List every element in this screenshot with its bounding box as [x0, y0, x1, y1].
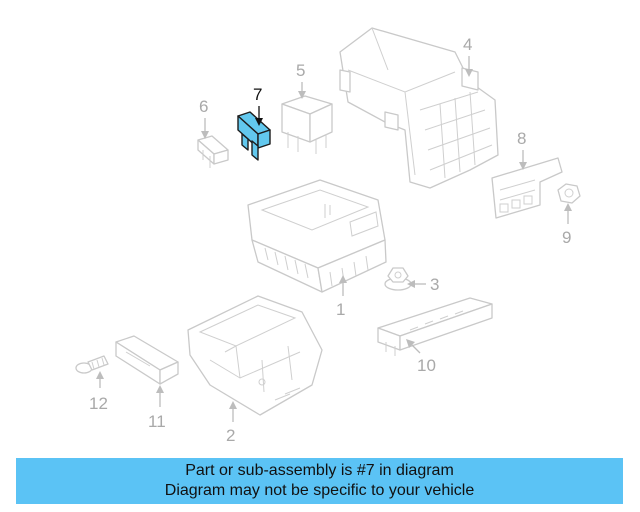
part-10-terminal-strip[interactable]	[377, 297, 493, 356]
part-11-clip[interactable]	[115, 335, 179, 385]
part-1-fuse-box[interactable]	[247, 179, 387, 293]
info-banner: Part or sub-assembly is #7 in diagram Di…	[16, 458, 623, 504]
svg-text:11: 11	[148, 412, 166, 431]
svg-text:8: 8	[517, 129, 526, 148]
banner-line-disclaimer: Diagram may not be specific to your vehi…	[164, 482, 475, 499]
callout-11[interactable]: 11	[148, 385, 166, 431]
callout-3[interactable]: 3	[407, 275, 439, 294]
callout-1[interactable]: 1	[336, 275, 347, 319]
svg-text:6: 6	[199, 97, 208, 116]
svg-text:1: 1	[336, 300, 345, 319]
svg-text:9: 9	[562, 228, 571, 247]
callout-10[interactable]: 10	[406, 339, 436, 375]
callout-12[interactable]: 12	[89, 371, 108, 413]
part-4-cover[interactable]	[339, 27, 499, 189]
part-6-fuse[interactable]	[197, 135, 229, 168]
part-8-bracket[interactable]	[491, 157, 563, 219]
svg-text:12: 12	[89, 394, 108, 413]
banner-line-part-number: Part or sub-assembly is #7 in diagram	[185, 462, 454, 479]
part-2-housing[interactable]	[187, 295, 323, 416]
svg-text:4: 4	[463, 35, 472, 54]
parts-diagram: 1 2 3 4 5 6 7 8 9 10	[75, 27, 581, 445]
part-5-relay[interactable]	[281, 95, 333, 154]
svg-text:5: 5	[296, 61, 305, 80]
part-3-grommet[interactable]	[384, 267, 412, 291]
svg-text:7: 7	[253, 85, 262, 104]
svg-text:10: 10	[417, 356, 436, 375]
svg-text:3: 3	[430, 275, 439, 294]
part-12-bolt[interactable]	[75, 355, 109, 374]
callout-6[interactable]: 6	[199, 97, 209, 139]
part-9-nut[interactable]	[557, 183, 581, 204]
callout-9[interactable]: 9	[562, 203, 572, 247]
callout-5[interactable]: 5	[296, 61, 306, 99]
part-7-fuse-highlighted[interactable]	[237, 111, 271, 161]
svg-text:2: 2	[226, 426, 235, 445]
callout-7[interactable]: 7	[253, 85, 263, 126]
callout-4[interactable]: 4	[463, 35, 473, 77]
callout-8[interactable]: 8	[517, 129, 527, 170]
callout-2[interactable]: 2	[226, 401, 237, 445]
